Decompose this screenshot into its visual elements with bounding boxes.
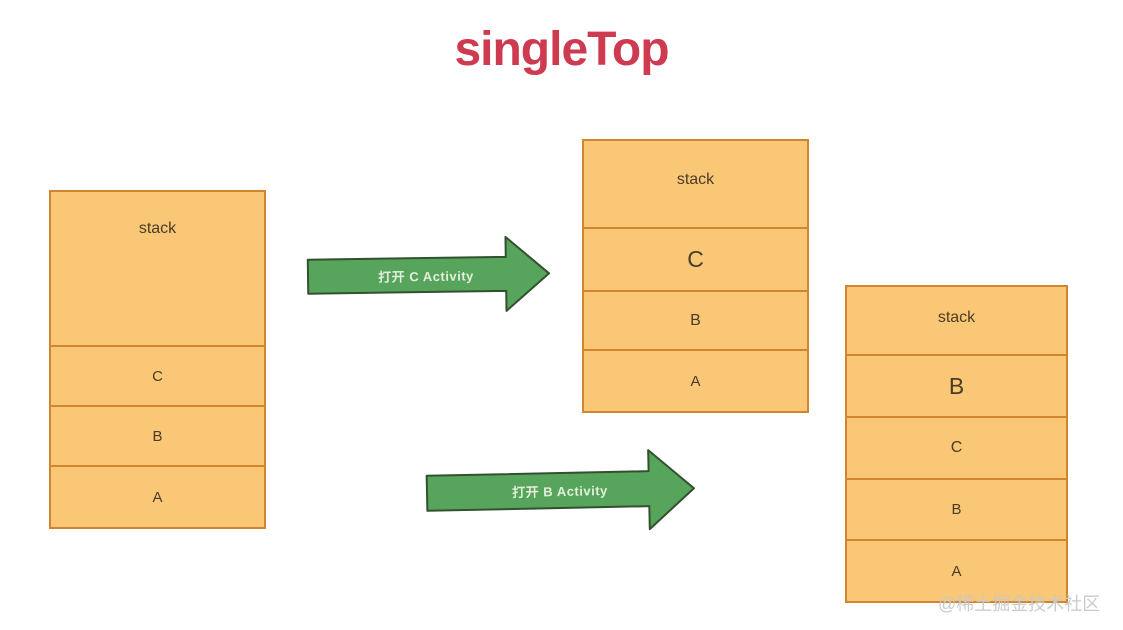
activity-label: B bbox=[690, 311, 701, 329]
stack-after-open-c: stack C B A bbox=[582, 139, 809, 413]
activity-label: A bbox=[152, 488, 163, 506]
stack-row-c: C bbox=[51, 347, 264, 407]
stack-row-c: C bbox=[847, 418, 1066, 480]
stack-initial: stack C B A bbox=[49, 190, 266, 529]
stack-row-a: A bbox=[51, 467, 264, 527]
stack-row-c-top: C bbox=[584, 229, 807, 292]
activity-label: C bbox=[687, 246, 704, 272]
diagram-title: singleTop bbox=[454, 23, 669, 76]
activity-label: A bbox=[690, 372, 701, 390]
activity-label: B bbox=[152, 427, 163, 445]
stack-row-a: A bbox=[584, 351, 807, 411]
arrow-open-c-label: 打开 C Activity bbox=[378, 267, 474, 285]
stack-row-a: A bbox=[847, 541, 1066, 601]
stack-after-open-b: stack B C B A bbox=[845, 285, 1068, 603]
activity-label: C bbox=[152, 367, 163, 385]
stack-label: stack bbox=[937, 309, 976, 326]
stack-after-open-c-header: stack bbox=[584, 141, 807, 229]
activity-label: C bbox=[950, 439, 963, 456]
stack-label: stack bbox=[138, 220, 177, 237]
stack-initial-header: stack bbox=[51, 192, 264, 347]
activity-label: A bbox=[951, 562, 962, 580]
right-arrow-icon bbox=[306, 235, 550, 312]
activity-label: B bbox=[951, 501, 962, 518]
stack-row-b: B bbox=[584, 292, 807, 351]
stack-row-b: B bbox=[51, 407, 264, 467]
stack-row-b: B bbox=[847, 480, 1066, 541]
stack-row-b-top: B bbox=[847, 356, 1066, 418]
arrow-open-b-label: 打开 B Activity bbox=[512, 483, 608, 501]
arrow-open-b-activity: 打开 B Activity bbox=[424, 445, 698, 538]
stack-after-open-b-header: stack bbox=[847, 287, 1066, 356]
arrow-open-c-activity: 打开 C Activity bbox=[305, 233, 552, 316]
activity-label: B bbox=[948, 372, 965, 399]
watermark-text: @稀土掘金技术社区 bbox=[938, 594, 1101, 614]
right-arrow-icon bbox=[425, 449, 695, 531]
stack-label: stack bbox=[676, 171, 715, 188]
